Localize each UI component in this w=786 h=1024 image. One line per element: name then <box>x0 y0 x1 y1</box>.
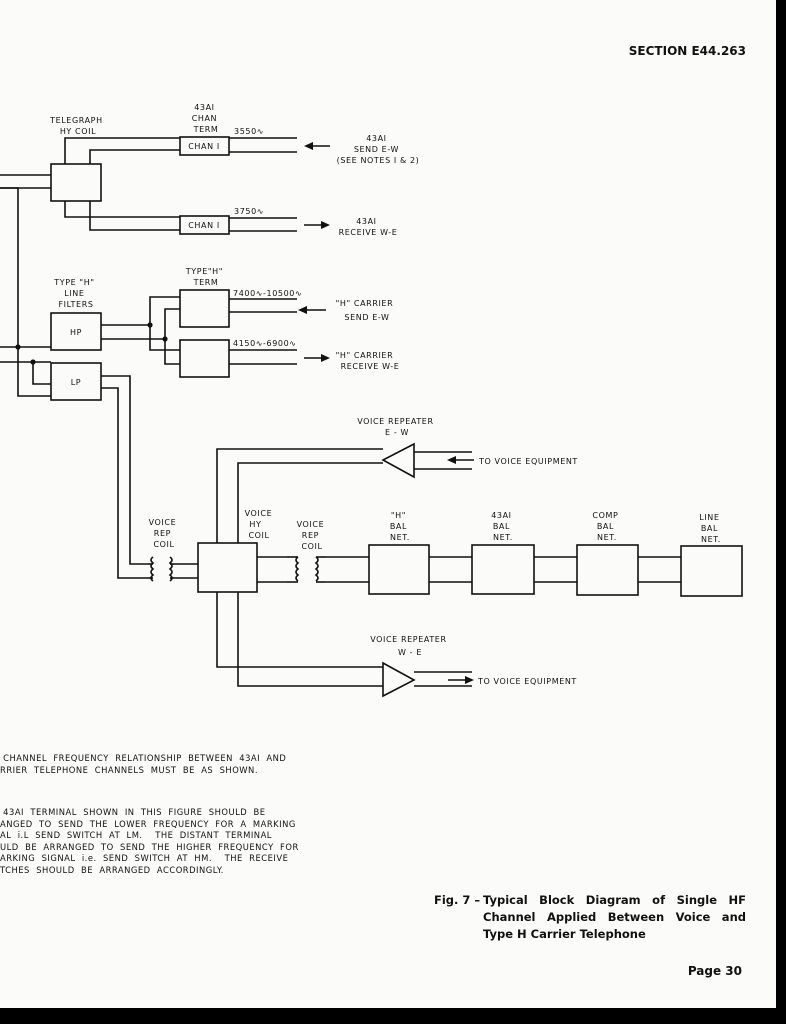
type-h-line-filters-label: TYPE "H" LINE FILTERS <box>53 278 98 309</box>
h-carrier-send-label: "H" CARRIER SEND E-W <box>336 299 397 322</box>
line-bal-net-label: LINE BAL NET. <box>699 513 722 544</box>
chan-1-send-label: CHAN I <box>188 142 220 151</box>
voice-repeater-ew-triangle <box>381 442 415 479</box>
figure-number: Fig. 7 – <box>434 893 481 907</box>
arrow-receive-43a1 <box>304 221 330 229</box>
h-bal-net-box <box>368 544 430 595</box>
voice-rep-coil-right-label: VOICE REP COIL <box>297 520 328 551</box>
freq-4150-6900-label: 4150∿-6900∿ <box>233 339 297 348</box>
voice-rep-coil-right-symbol <box>287 556 326 583</box>
h-carrier-receive-label: "H" CARRIER RECEIVE W-E <box>336 351 400 371</box>
arrow-send-43a1 <box>304 142 330 150</box>
voice-hy-coil-label: VOICE HY COIL <box>245 509 276 540</box>
to-voice-equipment-ew-label: TO VOICE EQUIPMENT <box>478 457 578 466</box>
freq-3750-label: 3750∿ <box>234 207 264 216</box>
voice-hybrid-coil-box <box>197 542 258 593</box>
note-1: CHANNEL FREQUENCY RELATIONSHIP BETWEEN 4… <box>0 753 287 775</box>
junction-dot <box>147 322 153 328</box>
chan-1-send-box <box>179 136 230 156</box>
wiring <box>0 137 681 687</box>
type-h-term-send-box <box>179 289 230 328</box>
type-h-term-receive-box <box>179 339 230 378</box>
junction-dots <box>15 322 168 365</box>
lp-filter-box <box>50 362 102 401</box>
h-bal-net-label: "H" BAL NET. <box>390 511 410 542</box>
freq-7400-10500-label: 7400∿-10500∿ <box>233 289 302 298</box>
43a1-bal-net-box <box>471 544 535 595</box>
junction-dot <box>15 344 21 350</box>
scan-right-edge <box>776 0 786 1024</box>
comp-bal-net-box <box>576 544 639 596</box>
voice-repeater-we-triangle <box>382 661 416 698</box>
scan-bottom-edge <box>0 1008 786 1024</box>
voice-rep-coil-left-symbol <box>148 556 174 582</box>
comp-bal-net-label: COMP BAL NET. <box>592 511 621 542</box>
notes-block: CHANNEL FREQUENCY RELATIONSHIP BETWEEN 4… <box>0 730 330 888</box>
line-bal-net-box <box>680 545 743 597</box>
note-2: 43AI TERMINAL SHOWN IN THIS FIGURE SHOUL… <box>0 807 299 875</box>
voice-repeater-ew-label: VOICE REPEATER E - W <box>357 417 437 437</box>
junction-dot <box>162 336 168 342</box>
hp-filter-box <box>50 312 102 351</box>
to-voice-equipment-we-label: TO VOICE EQUIPMENT <box>477 677 577 686</box>
43a1-bal-net-label: 43AI BAL NET. <box>491 511 515 542</box>
chan-1-receive-label: CHAN I <box>188 221 220 230</box>
page-number: Page 30 <box>687 964 742 978</box>
figure-caption-text: Typical Block Diagram of Single HF Chann… <box>483 893 746 941</box>
receive-43a1-label: 43AI RECEIVE W-E <box>339 217 398 237</box>
telegraph-hy-coil-label: TELEGRAPH HY COIL <box>49 116 106 136</box>
telegraph-hybrid-coil-box <box>50 163 102 202</box>
arrow-to-voice-ew <box>447 456 474 464</box>
hp-label: HP <box>70 328 82 337</box>
arrow-to-voice-we <box>448 676 474 684</box>
section-title: SECTION E44.263 <box>628 44 746 58</box>
arrow-h-receive <box>304 354 330 362</box>
lp-label: LP <box>71 378 81 387</box>
freq-3550-label: 3550∿ <box>234 127 264 136</box>
signal-arrows <box>298 142 474 684</box>
voice-repeater-we-label: VOICE REPEATER W - E <box>370 635 450 657</box>
send-43a1-label: 43AI SEND E-W (SEE NOTES I & 2) <box>337 134 420 165</box>
chan-1-receive-box <box>179 215 230 235</box>
chan-term-label: 43AI CHAN TERM <box>192 103 221 134</box>
figure-caption: Fig. 7 – Typical Block Diagram of Single… <box>434 892 746 943</box>
junction-dot <box>30 359 36 365</box>
arrow-h-send <box>298 306 326 314</box>
voice-rep-coil-left-label: VOICE REP COIL <box>149 518 180 549</box>
type-h-term-label: TYPE"H" TERM <box>185 267 226 287</box>
